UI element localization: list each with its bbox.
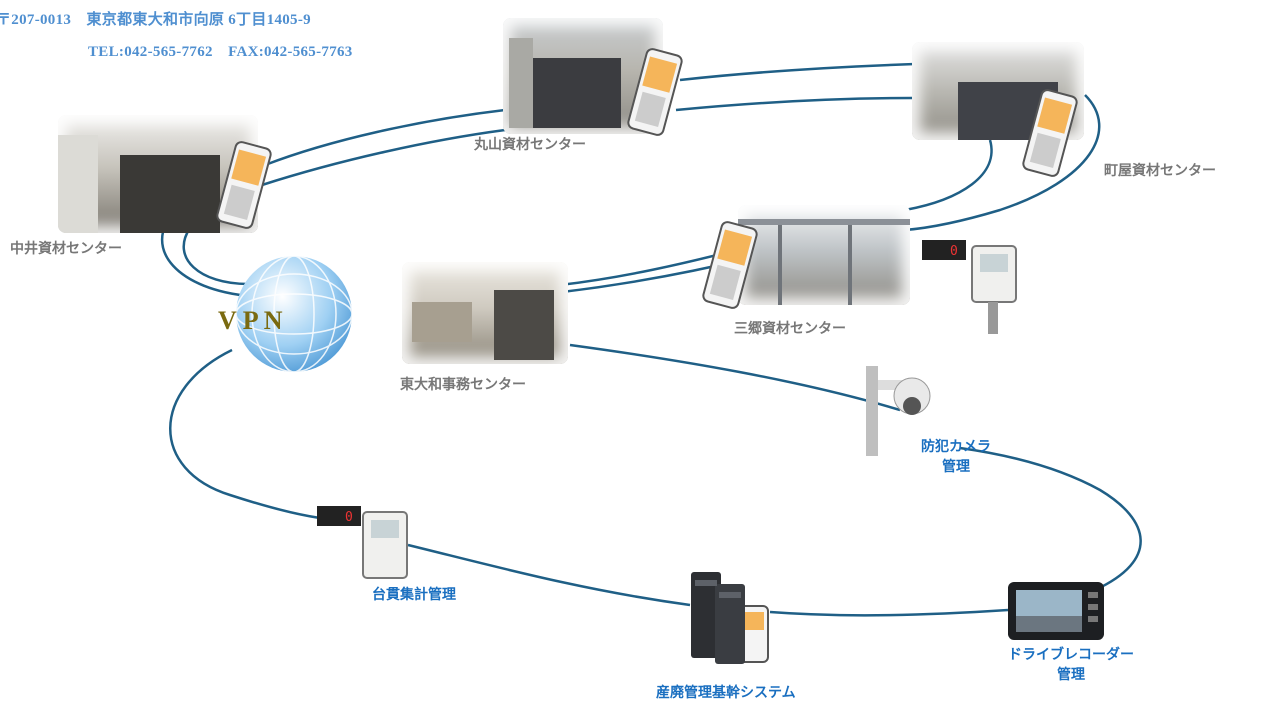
maruyama-building-photo (503, 18, 663, 134)
svg-text:0: 0 (345, 510, 353, 525)
wire-machiya-misato-2 (904, 139, 993, 212)
office-building-photo (402, 262, 568, 364)
handheld-terminal-icon (702, 221, 758, 309)
scale-terminal-icon: 0 (317, 506, 408, 579)
wire-core-recorder (769, 608, 1009, 617)
handheld-terminal-icon (1022, 89, 1078, 177)
vpn-globe-icon (235, 255, 353, 373)
nakai-center-label: 中井資材センター (10, 241, 122, 257)
wire-cart-core (407, 543, 691, 607)
misato-building-photo (738, 205, 910, 305)
address-line-2: TEL:042-565-7762 FAX:042-565-7763 (88, 44, 353, 60)
camera-management-label: 防犯カメラ 管理 (921, 439, 991, 475)
office-center-label: 東大和事務センター (400, 377, 526, 393)
handheld-terminal-icon (216, 141, 272, 229)
wire-maruyama-machiya-2 (675, 96, 913, 112)
maruyama-center-label: 丸山資材センター (474, 137, 586, 153)
wire-recorder-camera (959, 446, 1142, 592)
scale-terminal-icon: 0 (922, 240, 1017, 334)
wire-machiya-misato (904, 94, 1101, 232)
wire-nakai-maruyama (264, 108, 506, 167)
wire-maruyama-machiya (679, 62, 916, 82)
drive-recorder-management-label: ドライブレコーダー 管理 (1008, 647, 1134, 683)
security-camera-icon (866, 366, 931, 456)
core-system-label: 産廃管理基幹システム (656, 685, 796, 701)
handheld-terminal-icon (627, 48, 683, 136)
wire-nakai-maruyama-2 (261, 128, 506, 187)
address-line-1: 〒207-0013 東京都東大和市向原 6丁目1405-9 (0, 12, 311, 28)
wire-vpn-cart (169, 348, 321, 520)
vpn-label: V P N (218, 306, 283, 335)
machiya-center-label: 町屋資材センター (1104, 163, 1216, 179)
wire-camera-office (569, 343, 901, 412)
wire-nakai-vpn-2 (182, 227, 249, 286)
misato-center-label: 三郷資材センター (734, 321, 846, 337)
cart-management-label: 台貫集計管理 (372, 587, 456, 603)
svg-text:0: 0 (950, 244, 958, 259)
server-icon (691, 572, 745, 664)
drive-recorder-icon (1008, 582, 1104, 640)
